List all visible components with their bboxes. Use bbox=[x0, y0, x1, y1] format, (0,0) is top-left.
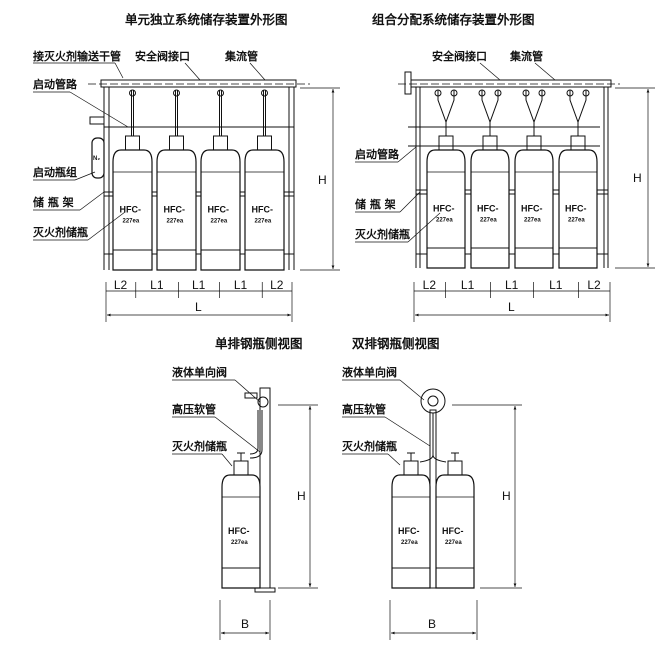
unit-system-view: 单元独立系统储存装置外形图 N₂ HFC- 227ea HFC- 227ea HFC- 2… bbox=[32, 12, 340, 322]
check-valve bbox=[420, 388, 446, 414]
cylinder-valve bbox=[403, 460, 419, 476]
dim-l1: L1 bbox=[150, 278, 164, 292]
cylinder-label-227ea: 227ea bbox=[211, 218, 228, 224]
dim-l1: L1 bbox=[505, 278, 519, 292]
combined-system-view: 组合分配系统储存装置外形图 HFC- 227ea HFC- 227ea HFC- 227e… bbox=[354, 12, 655, 322]
cylinder-valve bbox=[257, 135, 272, 151]
cylinder-label-hfc: HFC- bbox=[521, 203, 543, 213]
dim-b: B bbox=[428, 617, 436, 631]
cylinder-valve bbox=[526, 135, 542, 151]
cylinder-label-227ea: 227ea bbox=[524, 217, 541, 223]
label-manifold: 集流管 bbox=[224, 49, 258, 63]
dim-l2: L2 bbox=[114, 278, 128, 292]
cylinder-label-hfc: HFC- bbox=[252, 204, 274, 214]
cylinder-label-hfc: HFC- bbox=[398, 526, 420, 536]
cylinder-label-227ea: 227ea bbox=[167, 218, 184, 224]
agent-cylinder: HFC- 227ea bbox=[558, 135, 598, 269]
label-hose: 高压软管 bbox=[342, 402, 386, 416]
label-agent-cylinder: 灭火剂储瓶 bbox=[171, 439, 227, 453]
dim-l: L bbox=[508, 300, 515, 314]
label-agent-cylinder: 灭火剂储瓶 bbox=[341, 439, 397, 453]
label-main-pipe: 接灭火剂输送干管 bbox=[33, 49, 121, 63]
dim-l1: L1 bbox=[549, 278, 563, 292]
hose bbox=[419, 413, 447, 463]
label-check-valve: 液体单向阀 bbox=[342, 365, 397, 379]
cylinder-label-227ea: 227ea bbox=[231, 540, 248, 546]
agent-cylinder: HFC- 227ea bbox=[426, 135, 466, 269]
dim-l-group: L2 L1 L1 L1 L2L bbox=[413, 278, 611, 322]
dim-h: H bbox=[318, 173, 327, 187]
dim-h: H bbox=[297, 489, 306, 503]
agent-cylinder: HFC- 227ea bbox=[244, 135, 285, 271]
cylinder-label-227ea: 227ea bbox=[123, 218, 140, 224]
dim-l: L bbox=[195, 300, 202, 314]
dim-b: B bbox=[241, 617, 249, 631]
cylinder-label-227ea: 227ea bbox=[255, 218, 272, 224]
combined-view-title: 组合分配系统储存装置外形图 bbox=[372, 12, 535, 27]
label-manifold: 集流管 bbox=[509, 49, 543, 63]
agent-cylinder: HFC- 227ea bbox=[156, 135, 197, 271]
cylinder-label-hfc: HFC- bbox=[228, 526, 250, 536]
dim-l1: L1 bbox=[234, 278, 248, 292]
dim-l2: L2 bbox=[587, 278, 601, 292]
agent-cylinder: HFC- 227ea bbox=[514, 135, 554, 269]
agent-cylinder: HFC- 227ea bbox=[435, 452, 475, 589]
cylinder-valve bbox=[447, 460, 463, 476]
manifold-pipe bbox=[100, 79, 297, 88]
label-rack: 储 瓶 架 bbox=[33, 195, 74, 209]
cylinder-label-hfc: HFC- bbox=[433, 203, 455, 213]
cylinder-valve bbox=[570, 135, 586, 151]
cylinder-valve bbox=[438, 135, 454, 151]
label-safety-valve: 安全阀接口 bbox=[135, 49, 190, 63]
cylinder-valve bbox=[213, 135, 228, 151]
label-rack: 储 瓶 架 bbox=[355, 197, 396, 211]
agent-cylinder: HFC- 227ea bbox=[470, 135, 510, 269]
cylinder-label-hfc: HFC- bbox=[164, 204, 186, 214]
check-valve bbox=[257, 396, 269, 408]
start-bottle: N₂ bbox=[89, 116, 105, 179]
cylinder-label-227ea: 227ea bbox=[436, 217, 453, 223]
dim-h: H bbox=[633, 171, 642, 185]
flange bbox=[404, 71, 412, 95]
hose bbox=[249, 410, 263, 459]
cylinder-label-227ea: 227ea bbox=[568, 217, 585, 223]
agent-cylinder: HFC- 227ea bbox=[391, 452, 431, 589]
double-side-title: 双排钢瓶侧视图 bbox=[351, 336, 440, 351]
label-check-valve: 液体单向阀 bbox=[172, 365, 227, 379]
agent-cylinder: HFC- 227ea bbox=[200, 135, 241, 271]
manifold-pipe bbox=[410, 79, 612, 88]
dim-l2: L2 bbox=[423, 278, 437, 292]
n2-mark: N₂ bbox=[93, 156, 100, 162]
label-start-bottle: 启动瓶组 bbox=[33, 165, 77, 179]
dim-l1: L1 bbox=[192, 278, 206, 292]
cylinder-label-hfc: HFC- bbox=[477, 203, 499, 213]
cylinder-valve bbox=[233, 460, 249, 476]
label-start-pipe: 启动管路 bbox=[33, 77, 78, 91]
label-agent-cylinder: 灭火剂储瓶 bbox=[354, 227, 410, 241]
cylinder-label-hfc: HFC- bbox=[208, 204, 230, 214]
dim-l2: L2 bbox=[270, 278, 284, 292]
dim-h: H bbox=[502, 489, 511, 503]
cylinder-label-227ea: 227ea bbox=[445, 540, 462, 546]
cylinder-valve bbox=[125, 135, 140, 151]
agent-cylinder: HFC- 227ea bbox=[221, 452, 261, 589]
cylinder-label-227ea: 227ea bbox=[480, 217, 497, 223]
double-row-side-view: 双排钢瓶侧视图 HFC- 227ea HFC- 227ea 液体单向阀 高压软管 灭火… bbox=[341, 336, 522, 640]
cylinder-valve bbox=[169, 135, 184, 151]
cylinder-label-hfc: HFC- bbox=[565, 203, 587, 213]
dim-l-group: L2 L1 L1 L1 L2L bbox=[105, 278, 293, 322]
label-safety-valve: 安全阀接口 bbox=[432, 49, 487, 63]
single-row-side-view: 单排钢瓶侧视图 HFC- 227ea 液体单向阀 高压软管 灭火剂储瓶 H B bbox=[171, 336, 318, 640]
dim-l1: L1 bbox=[461, 278, 475, 292]
single-side-title: 单排钢瓶侧视图 bbox=[215, 336, 303, 351]
cylinder-valve bbox=[482, 135, 498, 151]
agent-cylinder: HFC- 227ea bbox=[112, 135, 153, 271]
cylinder-label-hfc: HFC- bbox=[120, 204, 142, 214]
cylinder-label-hfc: HFC- bbox=[442, 526, 464, 536]
label-start-pipe: 启动管路 bbox=[355, 147, 400, 161]
cylinder-label-227ea: 227ea bbox=[401, 540, 418, 546]
unit-view-title: 单元独立系统储存装置外形图 bbox=[125, 12, 288, 27]
label-hose: 高压软管 bbox=[172, 402, 216, 416]
label-agent-cylinder: 灭火剂储瓶 bbox=[32, 225, 88, 239]
